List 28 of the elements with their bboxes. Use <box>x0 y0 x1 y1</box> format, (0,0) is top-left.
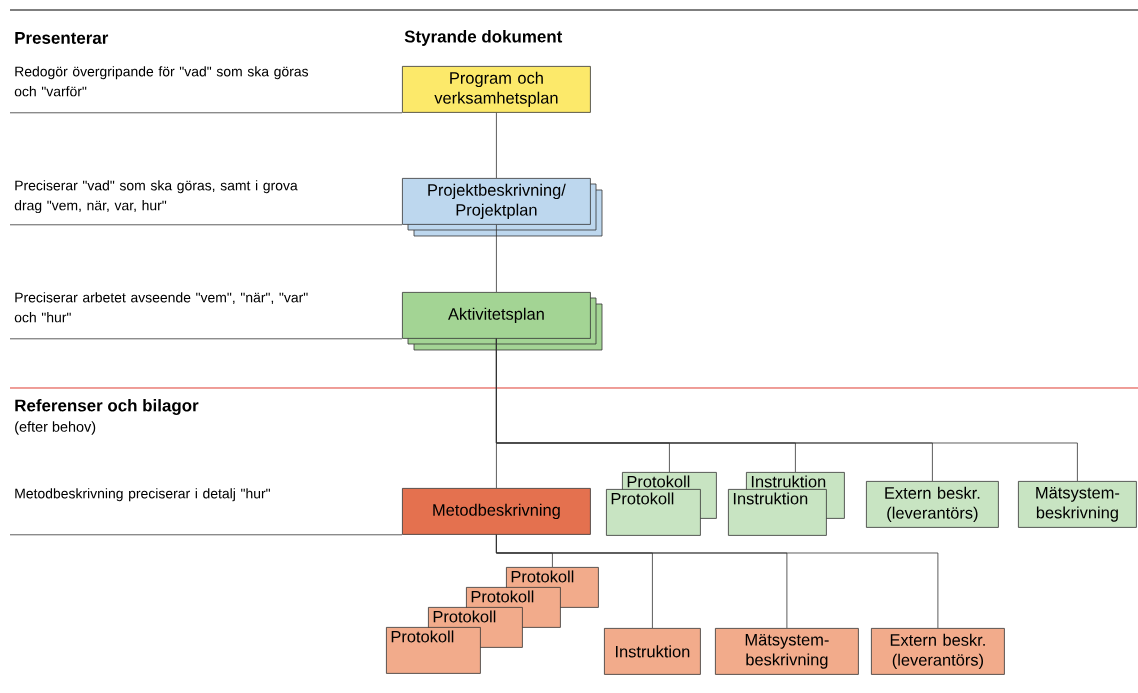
description-text: Preciserar arbetet avseende "vem", "när", "var" och "hur" <box>14 292 308 323</box>
connector-line <box>9 224 403 226</box>
section-heading: Presenterar <box>15 32 109 44</box>
connector-line <box>496 534 939 629</box>
section-heading: Referenser och bilagor <box>15 399 199 415</box>
document-box: Instruktion <box>728 489 827 536</box>
connector-line <box>9 338 403 340</box>
document-box: Protokoll <box>606 489 701 536</box>
document-box: Extern beskr. (leverantörs) <box>866 481 999 528</box>
document-box: Instruktion <box>604 628 701 675</box>
document-box: Protokoll <box>386 627 481 674</box>
document-box: Aktivitetsplan <box>402 292 603 351</box>
description-text: Redogör övergripande för "vad" som ska göras och "varför" <box>14 66 309 97</box>
document-box: Metodbeskrivning <box>402 488 591 535</box>
connector-line <box>9 534 403 536</box>
document-box: Projektbeskrivning/ Projektplan <box>402 178 603 237</box>
description-text: Metodbeskrivning preciserar i detalj "hur" <box>15 488 270 502</box>
section-heading: Styrande dokument <box>404 30 563 46</box>
document-box: Program och verksamhetsplan <box>402 66 591 113</box>
document-box: Mätsystem-beskrivning <box>715 628 859 675</box>
note-text: (efter behov) <box>15 421 96 435</box>
connector-line <box>9 112 403 114</box>
document-box: Extern beskr. (leverantörs) <box>871 628 1005 675</box>
description-text: Preciserar "vad" som ska göras, samt i grova drag "vem, när, var, hur" <box>14 180 298 214</box>
connector-line <box>496 338 1078 482</box>
connector-line <box>496 112 497 179</box>
connector-line <box>496 224 497 293</box>
document-box: Mätsystem-beskrivning <box>1018 481 1137 528</box>
